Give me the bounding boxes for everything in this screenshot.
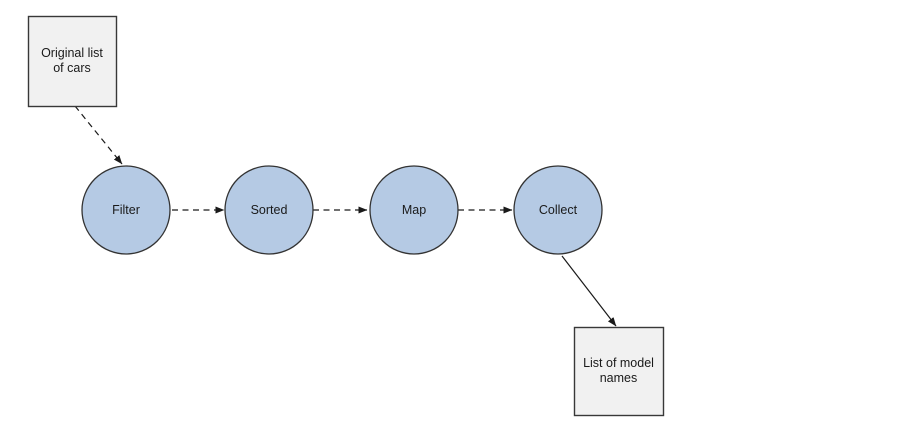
result-box-shape [573, 326, 665, 417]
sorted-node-shape [224, 165, 314, 255]
edge-collect-to-result [561, 255, 617, 327]
filter-node-shape [81, 165, 171, 255]
source-box-shape [27, 15, 118, 108]
map-node-shape [369, 165, 459, 255]
collect-node-shape [513, 165, 603, 255]
edge-source-to-filter [74, 105, 123, 165]
